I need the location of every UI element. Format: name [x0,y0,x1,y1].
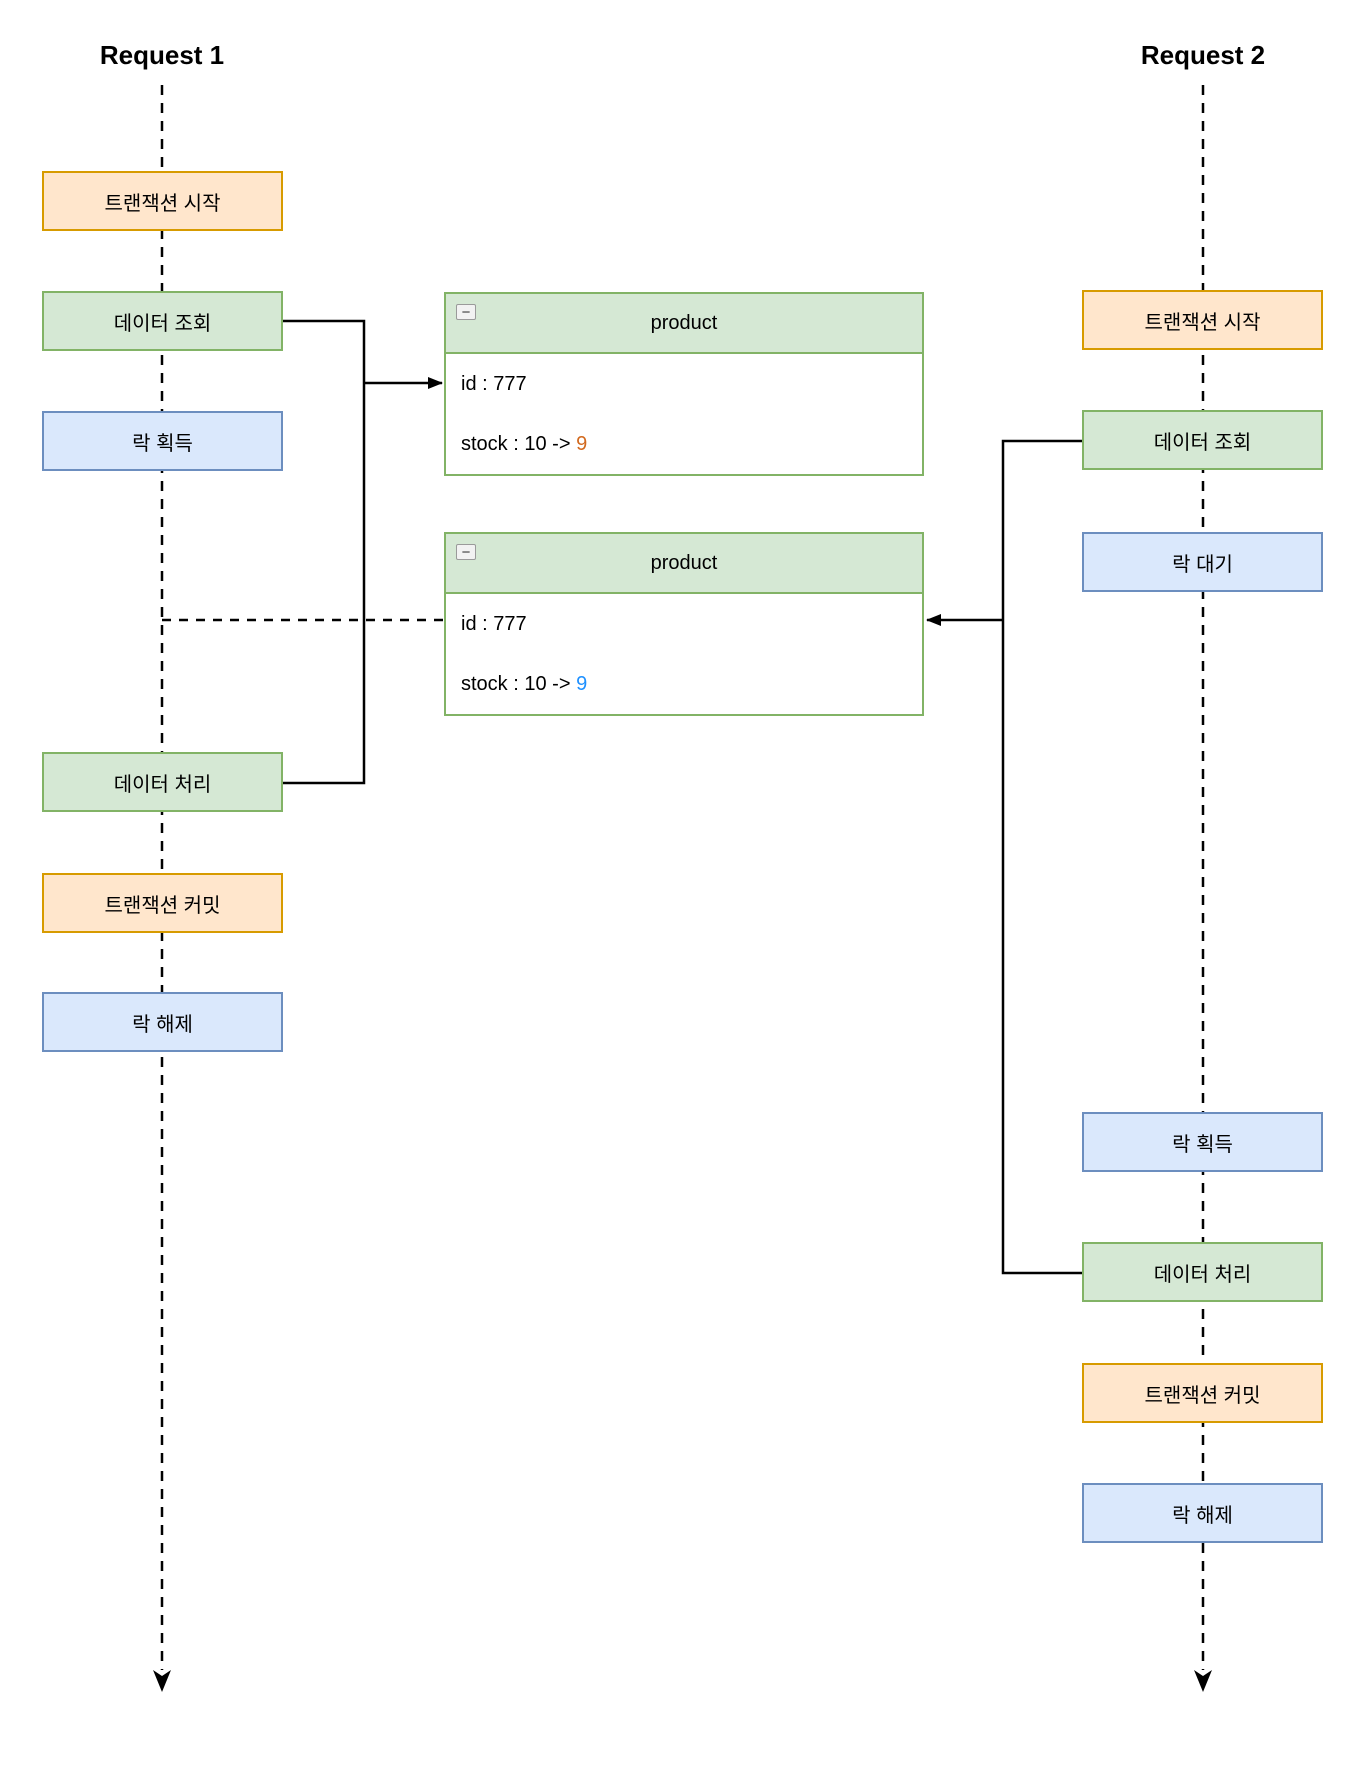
node-r1-transaction-commit: 트랜잭션 커밋 [42,873,283,933]
product-stock-row: stock : 10 -> 9 [446,654,922,714]
lifeline-request1-arrowhead [153,1670,171,1692]
stock-prefix: stock : 10 -> [461,672,577,695]
node-label: 트랜잭션 시작 [104,192,221,215]
node-r1-data-process: 데이터 처리 [42,752,283,812]
node-label: 락 획득 [132,432,193,455]
product-entity-title: product [650,551,718,574]
node-r2-lock-wait: 락 대기 [1082,532,1323,592]
connector-r1-query-to-process [283,319,366,785]
stock-new-value: 9 [576,432,588,455]
product-id-row: id : 777 [461,612,527,635]
node-label: 데이터 조회 [113,312,212,335]
node-r2-lock-acquire: 락 획득 [1082,1112,1323,1172]
node-label: 락 획득 [1172,1133,1233,1156]
node-label: 락 해제 [1172,1504,1233,1527]
connector-r2-query-to-process [1001,439,1083,1275]
collapse-minus-icon[interactable]: − [456,304,476,320]
node-label: 데이터 조회 [1153,431,1252,454]
node-label: 트랜잭션 커밋 [1144,1384,1261,1407]
node-label: 락 해제 [132,1013,193,1036]
stock-prefix: stock : 10 -> [461,432,577,455]
node-r1-lock-release: 락 해제 [42,992,283,1052]
node-r2-transaction-start: 트랜잭션 시작 [1082,290,1323,350]
node-r1-lock-acquire: 락 획득 [42,411,283,471]
product-stock-row: stock : 10 -> 9 [446,414,922,474]
node-label: 트랜잭션 커밋 [104,894,221,917]
product-entity-2-body: id : 777 stock : 10 -> 9 [446,594,922,714]
product-entity-1-header: − product [446,294,922,354]
lifeline-request2-arrowhead [1194,1670,1212,1692]
node-r1-transaction-start: 트랜잭션 시작 [42,171,283,231]
node-r2-transaction-commit: 트랜잭션 커밋 [1082,1363,1323,1423]
node-r2-data-process: 데이터 처리 [1082,1242,1323,1302]
product-entity-2: − product id : 777 stock : 10 -> 9 [444,532,924,716]
node-r2-lock-release: 락 해제 [1082,1483,1323,1543]
node-label: 데이터 처리 [1153,1263,1252,1286]
lane-title-request2: Request 2 [1140,40,1266,70]
collapse-minus-icon[interactable]: − [456,544,476,560]
product-entity-2-header: − product [446,534,922,594]
product-entity-1-body: id : 777 stock : 10 -> 9 [446,354,922,474]
product-id-row: id : 777 [461,372,527,395]
node-label: 데이터 처리 [113,773,212,796]
node-label: 락 대기 [1172,553,1233,576]
stock-new-value: 9 [576,672,588,695]
node-r1-data-query: 데이터 조회 [42,291,283,351]
product-entity-title: product [650,311,718,334]
product-entity-1: − product id : 777 stock : 10 -> 9 [444,292,924,476]
lane-title-request1: Request 1 [99,40,225,70]
node-label: 트랜잭션 시작 [1144,311,1261,334]
node-r2-data-query: 데이터 조회 [1082,410,1323,470]
